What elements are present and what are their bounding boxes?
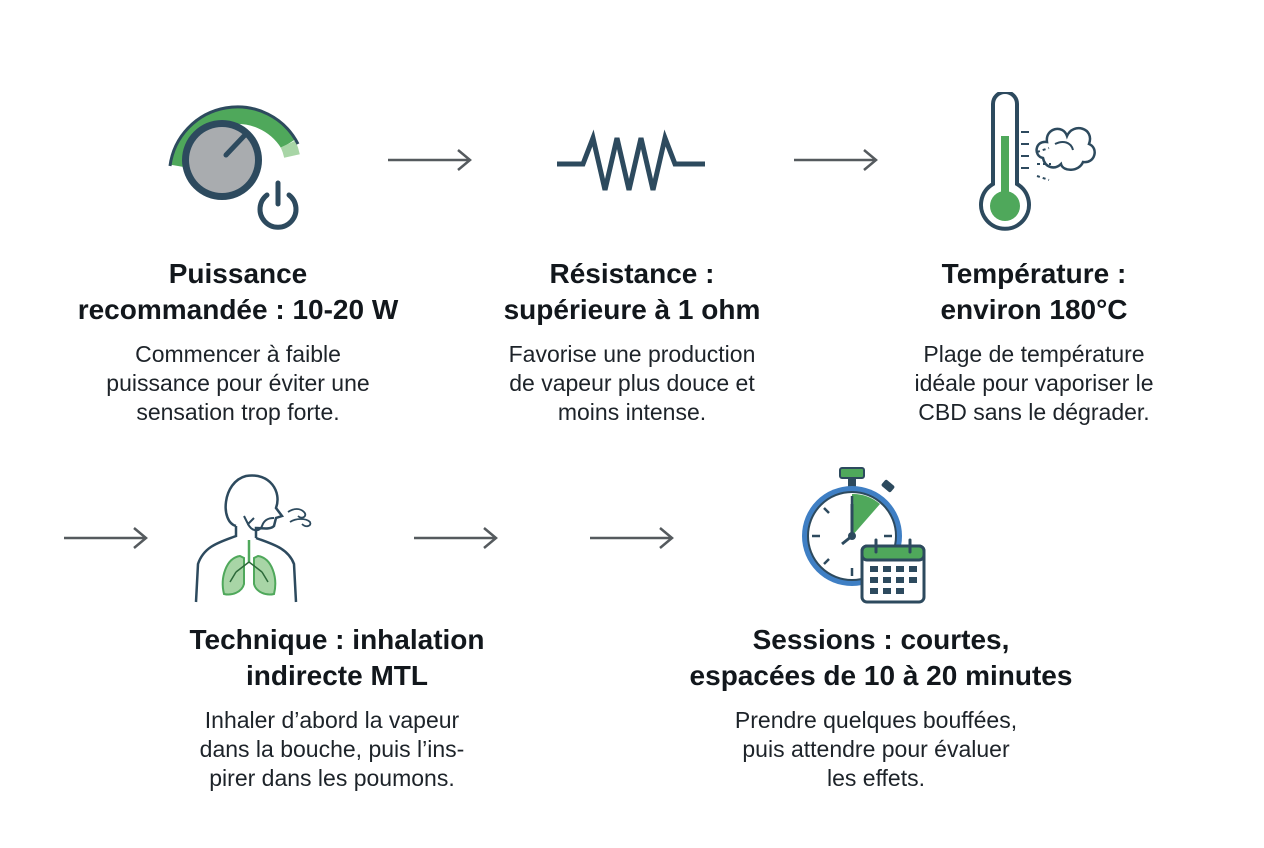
arrow-right-icon <box>414 527 498 549</box>
step-title: Sessions : courtes, espacées de 10 à 20 … <box>689 624 1073 691</box>
arrow-right-icon <box>794 149 878 171</box>
step-description: Commencer à faible puissance pour éviter… <box>106 341 370 425</box>
thermometer-vapor-icon <box>979 92 1096 231</box>
arrow-right-icon <box>388 149 472 171</box>
arrow-right-icon <box>590 527 674 549</box>
lungs-inhalation-icon <box>194 474 312 603</box>
step-description: Plage de température idéale pour vaporis… <box>914 341 1154 425</box>
power-dial-icon <box>168 105 300 230</box>
resistor-icon <box>557 129 705 191</box>
step-description: Favorise une production de vapeur plus d… <box>508 341 756 425</box>
step-description: Inhaler d’abord la vapeur dans la bouche… <box>199 707 465 791</box>
step-title: Puissance recommandée : 10-20 W <box>77 258 399 325</box>
step-description: Prendre quelques bouffées, puis attendre… <box>734 707 1018 791</box>
step-title: Résistance : supérieure à 1 ohm <box>503 258 761 325</box>
step-title: Température : environ 180°C <box>940 258 1128 325</box>
stopwatch-calendar-icon <box>802 467 926 604</box>
step-title: Technique : inhalation indirecte MTL <box>189 624 485 691</box>
arrow-right-icon <box>64 527 148 549</box>
